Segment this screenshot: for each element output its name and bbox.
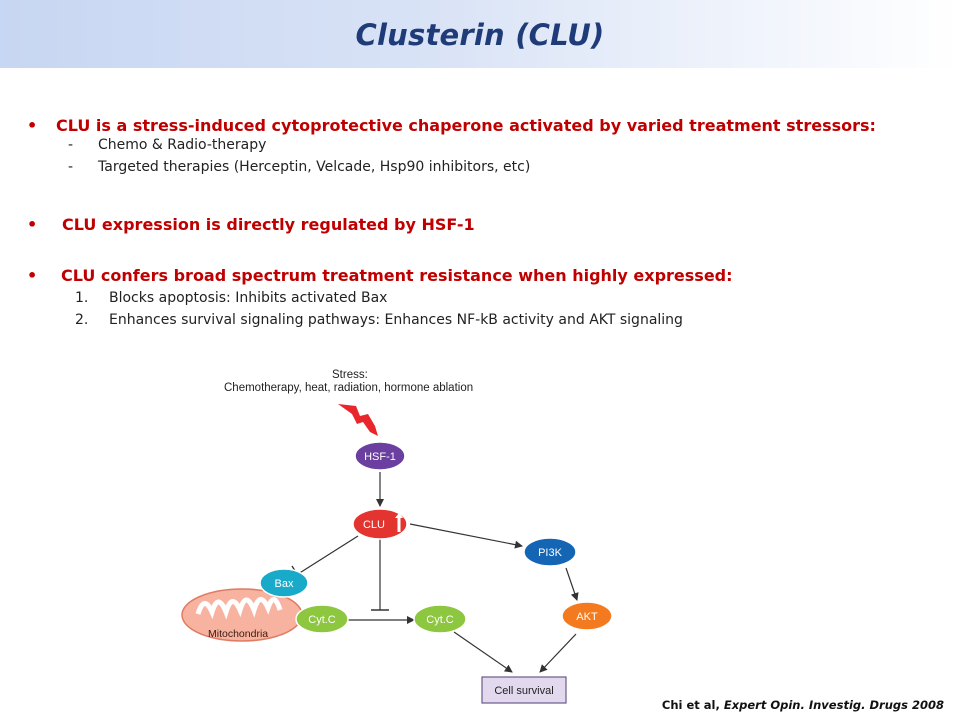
cytc-right-label: Cyt.C bbox=[426, 614, 454, 626]
bax-label: Bax bbox=[275, 578, 294, 590]
sub-marker: - bbox=[68, 159, 74, 175]
mitochondria-cristae bbox=[195, 597, 283, 620]
sub-text: Chemo & Radio-therapy bbox=[98, 137, 267, 153]
sub-text: Enhances survival signaling pathways: En… bbox=[109, 312, 683, 328]
clu-label: CLU bbox=[363, 519, 385, 531]
hsf1-label: HSF-1 bbox=[364, 451, 396, 463]
title-bar bbox=[0, 0, 960, 68]
inhibit-clu-to-bax bbox=[297, 535, 359, 575]
sub-marker: - bbox=[68, 137, 74, 153]
cytc-left-label: Cyt.C bbox=[308, 614, 336, 626]
sub-text: Blocks apoptosis: Inhibits activated Bax bbox=[109, 290, 388, 306]
up-arrow-icon bbox=[395, 513, 403, 532]
bullet-marker: • bbox=[27, 266, 38, 285]
sub-marker: 1. bbox=[75, 290, 89, 306]
citation-journal: Expert Opin. Investig. Drugs 2008 bbox=[723, 698, 944, 712]
lightning-icon bbox=[338, 404, 378, 436]
bullet-marker: • bbox=[27, 116, 38, 135]
citation-authors: Chi et al, bbox=[661, 698, 724, 712]
bullet-marker: • bbox=[27, 215, 38, 234]
sub-text: Targeted therapies (Herceptin, Velcade, … bbox=[98, 159, 531, 175]
cytc-left-node bbox=[295, 604, 349, 634]
sub-marker: 2. bbox=[75, 312, 89, 328]
cell-survival-label: Cell survival bbox=[494, 685, 553, 697]
pi3k-node bbox=[523, 537, 577, 567]
bax-node bbox=[259, 568, 309, 598]
arrow-pi3k-to-akt bbox=[565, 567, 579, 601]
arrow-akt-to-cell-survival bbox=[539, 633, 577, 673]
stress-label: Stress: bbox=[332, 369, 368, 381]
akt-node bbox=[561, 601, 613, 631]
stress-detail: Chemotherapy, heat, radiation, hormone a… bbox=[224, 382, 473, 394]
hsf1-node bbox=[354, 441, 406, 471]
pathway-diagram: Stress: Chemotherapy, heat, radiation, h… bbox=[181, 369, 613, 704]
cytc-right-node bbox=[413, 604, 467, 634]
slide-title: Clusterin (CLU) bbox=[355, 18, 605, 52]
citation: Chi et al, Expert Opin. Investig. Drugs … bbox=[662, 698, 944, 712]
akt-label: AKT bbox=[576, 611, 598, 623]
bullet-text: CLU confers broad spectrum treatment res… bbox=[61, 266, 733, 285]
cell-survival-box bbox=[481, 676, 567, 704]
mitochondria-label: Mitochondria bbox=[208, 628, 268, 640]
bullet-text: CLU expression is directly regulated by … bbox=[62, 215, 475, 234]
clu-node bbox=[352, 508, 408, 540]
arrow-cytc-to-cell-survival bbox=[453, 631, 513, 673]
arrow-clu-to-pi3k bbox=[409, 523, 523, 549]
bullet-text: CLU is a stress-induced cytoprotective c… bbox=[56, 116, 876, 135]
pi3k-label: PI3K bbox=[538, 547, 563, 559]
